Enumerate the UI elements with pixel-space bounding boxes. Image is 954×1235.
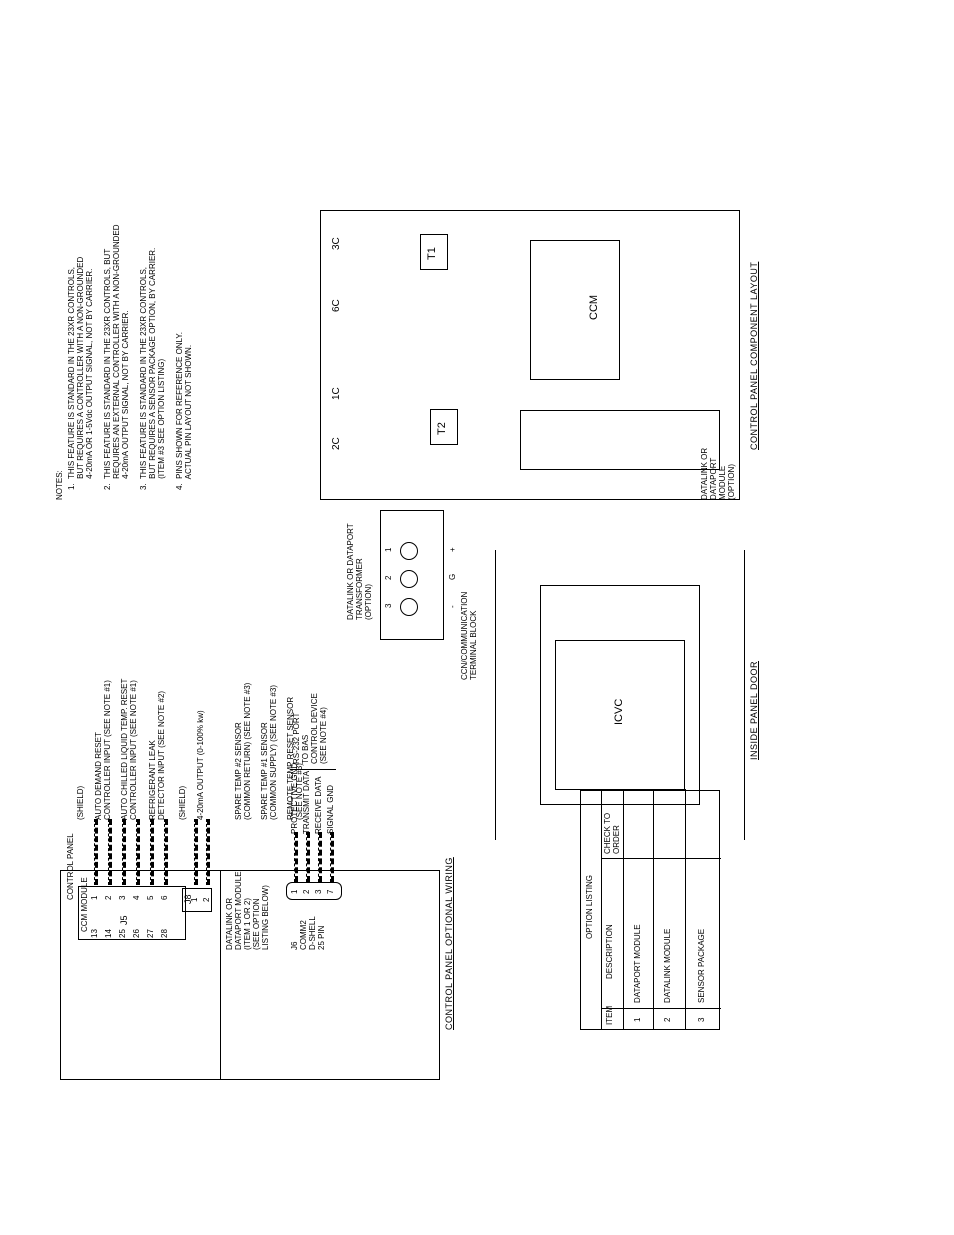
input-label-4: 4-20mA OUTPUT (0-100% kw) [196,710,205,820]
wire-out-2 [206,819,210,885]
pin-3: 3 [118,895,127,900]
signal-wire-2 [306,832,310,882]
pin-25: 25 [118,929,127,938]
wire-2 [108,819,112,885]
col-description-header: DESCRIPTION [605,924,614,979]
contactor-3c-label: 3C [331,237,342,250]
contactor-6c-label: 6C [331,299,342,312]
terminal-sign-plus: + [448,547,457,552]
contactor-2c-label: 2C [331,437,342,450]
wire-6 [164,819,168,885]
signal-label-3: RECEIVE DATA [314,776,323,835]
door-title: INSIDE PANEL DOOR [749,660,759,760]
pin-5: 5 [146,895,155,900]
out-pin-2: 2 [202,897,211,902]
terminal-label-3: 3 [384,603,393,608]
wire-1 [94,819,98,885]
pin-26: 26 [132,929,141,938]
row-1-desc: DATAPORT MODULE [633,924,642,1003]
pin-6: 6 [160,895,169,900]
signal-label-2: TRANSMIT DATA [302,770,311,834]
pin-14: 14 [104,929,113,938]
wire-out-1 [194,819,198,885]
ccm-board [530,240,620,380]
layout-title: CONTROL PANEL COMPONENT LAYOUT [749,261,759,450]
terminal-block-label: CCN/COMMUNICATION TERMINAL BLOCK [460,591,478,680]
notes-block: NOTES: 1. THIS FEATURE IS STANDARD IN TH… [55,40,235,500]
datalink-module [520,410,720,470]
out-pin-1: 1 [190,897,199,902]
pin-1: 1 [90,895,99,900]
pin-2: 2 [104,895,113,900]
note-4: 4. PINS SHOWN FOR REFERENCE ONLY. ACTUAL… [175,332,193,490]
t2-label: T2 [436,422,448,435]
rs232-bracket [290,769,336,770]
t1-label: T1 [426,247,438,260]
note-3: 3. THIS FEATURE IS STANDARD IN THE 23XR … [139,247,166,490]
wire-5 [150,819,154,885]
sensor-label-1: SPARE TEMP #2 SENSOR (COMMON RETURN) (SE… [234,682,252,820]
terminal-screw-1 [400,542,418,560]
signal-wire-1 [294,832,298,882]
comm-pin-7: 7 [326,889,335,894]
control-panel-label: CONTROL PANEL [66,833,75,900]
notes-rotor: NOTES: 1. THIS FEATURE IS STANDARD IN TH… [55,40,235,500]
row-3-item: 3 [697,1017,706,1022]
table-col-2 [601,858,721,859]
note-2: 2. THIS FEATURE IS STANDARD IN THE 23XR … [103,224,130,490]
notes-heading: NOTES: [55,470,64,500]
ccm-module-label: CCM MODULE [80,877,89,932]
wiring-title: CONTROL PANEL OPTIONAL WIRING [444,857,454,1030]
comm-pin-1: 1 [290,889,299,894]
terminal-screw-2 [400,570,418,588]
option-listing-title: OPTION LISTING [585,874,594,939]
pin-13: 13 [90,929,99,938]
terminal-sign-g: G [448,573,457,580]
sensor-label-2: SPARE TEMP #1 SENSOR (COMMON SUPPLY) (SE… [260,685,278,820]
icvc-label: ICVC [613,698,625,725]
row-3-desc: SENSOR PACKAGE [697,928,706,1003]
input-label-1: AUTO DEMAND RESET CONTROLLER INPUT (SEE … [94,680,112,820]
note-1: 1. THIS FEATURE IS STANDARD IN THE 23XR … [67,256,94,490]
input-label-2: AUTO CHILLED LIQUID TEMP. RESET CONTROLL… [120,678,138,820]
terminal-screw-3 [400,598,418,616]
input-label-3: REFRIGERANT LEAK DETECTOR INPUT (SEE NOT… [148,690,166,820]
comm-pin-2: 2 [302,889,311,894]
datalink-module-label: DATALINK OR DATAPORT MODULE (ITEM 1 OR 2… [225,871,270,950]
terminal-label-2: 2 [384,575,393,580]
wire-3 [122,819,126,885]
shield-label-2: (SHIELD) [178,785,187,820]
pin-28: 28 [160,929,169,938]
signal-wire-3 [318,832,322,882]
datalink-module-label-layout: DATALINK OR DATAPORT MODULE (OPTION) [700,447,736,500]
row-2-desc: DATALINK MODULE [663,928,672,1003]
right-pin-column: 1 2 3 4 5 6 [90,886,180,902]
row-2-item: 2 [663,1017,672,1022]
shield-label-1: (SHIELD) [76,785,85,820]
comm-pin-3: 3 [314,889,323,894]
wire-4 [136,819,140,885]
ccm-label: CCM [588,294,600,320]
pin-27: 27 [146,929,155,938]
comm-connector-label: J6 COMM2 D-SHELL 25 PIN [290,916,326,950]
rs232-label: RS-232 PORT TO BAS CONTROL DEVICE (SEE N… [292,693,328,764]
contactor-1c-label: 1C [331,387,342,400]
transformer-label: DATALINK OR DATAPORT TRANSFORMER (OPTION… [346,523,373,620]
left-pin-column: 13 14 25 26 27 28 [90,920,180,940]
table-col-1 [601,1008,721,1009]
terminal-sign-minus: - [448,605,457,608]
signal-wire-4 [330,832,334,882]
terminal-label-1: 1 [384,547,393,552]
pin-4: 4 [132,895,141,900]
signal-label-4: SIGNAL GND [326,784,335,834]
signal-label-1: PROTECTIVE GND [290,762,299,834]
row-1-item: 1 [633,1017,642,1022]
